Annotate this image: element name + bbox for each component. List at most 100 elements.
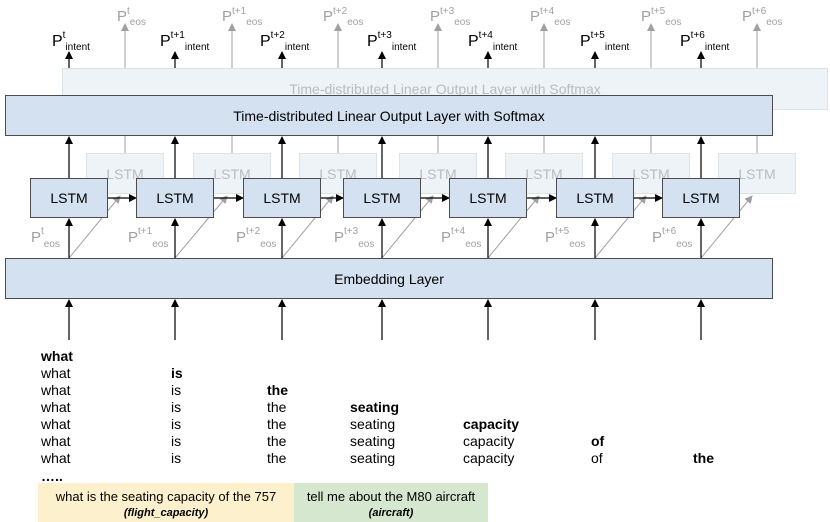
p-eos-top-label: Pt+5eos (641, 6, 681, 28)
probability-subscript: eos (454, 17, 471, 28)
lstm-cell: LSTM (343, 178, 421, 218)
p-symbol: P (641, 8, 652, 25)
ellipsis: ….. (41, 468, 63, 484)
p-symbol: P (260, 33, 271, 50)
lstm-cell-shadow-label: LSTM (106, 165, 144, 182)
p-intent-label: Pt+1intent (160, 31, 210, 53)
p-symbol: P (52, 33, 63, 50)
shadow-diagonal-arrow (594, 195, 647, 259)
lstm-cell-shadow-label: LSTM (738, 165, 776, 182)
probability-subscript: eos (347, 17, 364, 28)
timestep-superscript: t (62, 30, 66, 41)
probability-subscript: eos (152, 239, 169, 250)
p-intent-label: Pt+3intent (367, 31, 417, 53)
input-word: what (41, 433, 71, 449)
lstm-cell-shadow-label: LSTM (632, 165, 670, 182)
probability-subscript: eos (554, 17, 571, 28)
lstm-cell: LSTM (243, 178, 321, 218)
input-word: the (267, 416, 287, 432)
timestep-superscript: t+1 (170, 30, 185, 41)
example-flight-capacity-label: (flight_capacity) (123, 507, 209, 519)
p-symbol: P (742, 8, 753, 25)
input-word: of (591, 433, 605, 449)
input-word: what (41, 399, 71, 415)
input-word: seating (350, 416, 396, 432)
p-symbol: P (680, 33, 691, 50)
p-symbol: P (530, 8, 541, 25)
output-layer: Time-distributed Linear Output Layer wit… (5, 95, 773, 136)
p-symbol: P (222, 8, 233, 25)
lstm-cell-label: LSTM (576, 190, 614, 206)
p-symbol: P (430, 8, 441, 25)
input-word: is (171, 382, 182, 398)
shadow-diagonal-arrow (68, 195, 121, 259)
probability-subscript: intent (65, 42, 90, 53)
p-symbol: P (160, 33, 171, 50)
p-eos-top-label: Pt+1eos (222, 7, 262, 28)
p-symbol: P (441, 229, 452, 246)
lstm-cell-label: LSTM (263, 190, 301, 206)
input-word: seating (350, 433, 396, 449)
probability-subscript: intent (391, 42, 417, 53)
p-symbol: P (468, 33, 479, 50)
p-eos-mid-label: Pt+2eos (236, 227, 276, 250)
p-eos-mid-label: Pt+3eos (334, 227, 374, 250)
p-symbol: P (334, 229, 345, 246)
p-intent-label: Pt+2intent (260, 31, 309, 53)
p-eos-mid-label: Pteos (31, 227, 60, 250)
probability-subscript: eos (465, 239, 482, 250)
probability-subscript: eos (665, 17, 682, 28)
timestep-superscript: t+3 (344, 226, 359, 237)
lstm-cell-label: LSTM (363, 190, 401, 206)
probability-subscript: intent (604, 42, 630, 53)
output-layer-label: Time-distributed Linear Output Layer wit… (233, 107, 545, 124)
probability-subscript: intent (492, 42, 518, 53)
timestep-superscript: t+5 (651, 6, 666, 17)
input-word: the (693, 450, 714, 466)
lstm-cell-shadow-label: LSTM (419, 165, 457, 182)
p-eos-mid-label: Pt+4eos (441, 227, 481, 250)
input-word: is (171, 450, 182, 466)
input-word: the (267, 382, 288, 398)
lstm-cell-shadow-label: LSTM (213, 165, 251, 182)
input-word: capacity (463, 450, 515, 466)
shadow-diagonal-arrow (700, 195, 753, 259)
probability-subscript: intent (184, 42, 210, 53)
shadow-diagonal-arrow (174, 195, 228, 259)
lstm-cell: LSTM (556, 178, 634, 218)
input-word: of (591, 450, 603, 466)
lstm-cell-label: LSTM (50, 190, 88, 206)
input-word: what (41, 365, 71, 381)
input-word: what (41, 348, 73, 364)
p-eos-top-label: Pt+6eos (742, 7, 782, 28)
p-symbol: P (367, 33, 378, 50)
timestep-superscript: t+4 (478, 30, 493, 41)
timestep-superscript: t+3 (440, 6, 455, 17)
input-word: is (171, 416, 182, 432)
probability-subscript: eos (246, 17, 263, 28)
timestep-superscript: t+3 (377, 30, 392, 41)
p-eos-mid-label: Pt+1eos (128, 227, 168, 250)
p-intent-label: Pt+4intent (468, 31, 518, 53)
p-eos-top-label: Pt+3eos (430, 6, 470, 28)
lstm-cell-shadow-label: LSTM (319, 165, 357, 182)
input-word: the (267, 433, 287, 449)
input-word: the (267, 450, 287, 466)
input-word: capacity (463, 433, 515, 449)
lstm-cell: LSTM (449, 178, 527, 218)
timestep-superscript: t+2 (270, 30, 285, 41)
timestep-superscript: t+6 (662, 226, 677, 237)
lstm-cell: LSTM (30, 178, 108, 218)
p-symbol: P (580, 33, 591, 50)
probability-subscript: eos (676, 239, 693, 250)
timestep-superscript: t+2 (246, 226, 261, 237)
probability-subscript: eos (129, 17, 146, 28)
embedding-layer: Embedding Layer (5, 258, 773, 299)
input-word: is (171, 365, 183, 381)
p-intent-label: Pt+6intent (680, 31, 729, 53)
timestep-superscript: t (41, 226, 44, 237)
p-eos-mid-label: Pt+6eos (652, 227, 692, 250)
p-symbol: P (31, 229, 42, 246)
input-word: what (41, 416, 71, 432)
